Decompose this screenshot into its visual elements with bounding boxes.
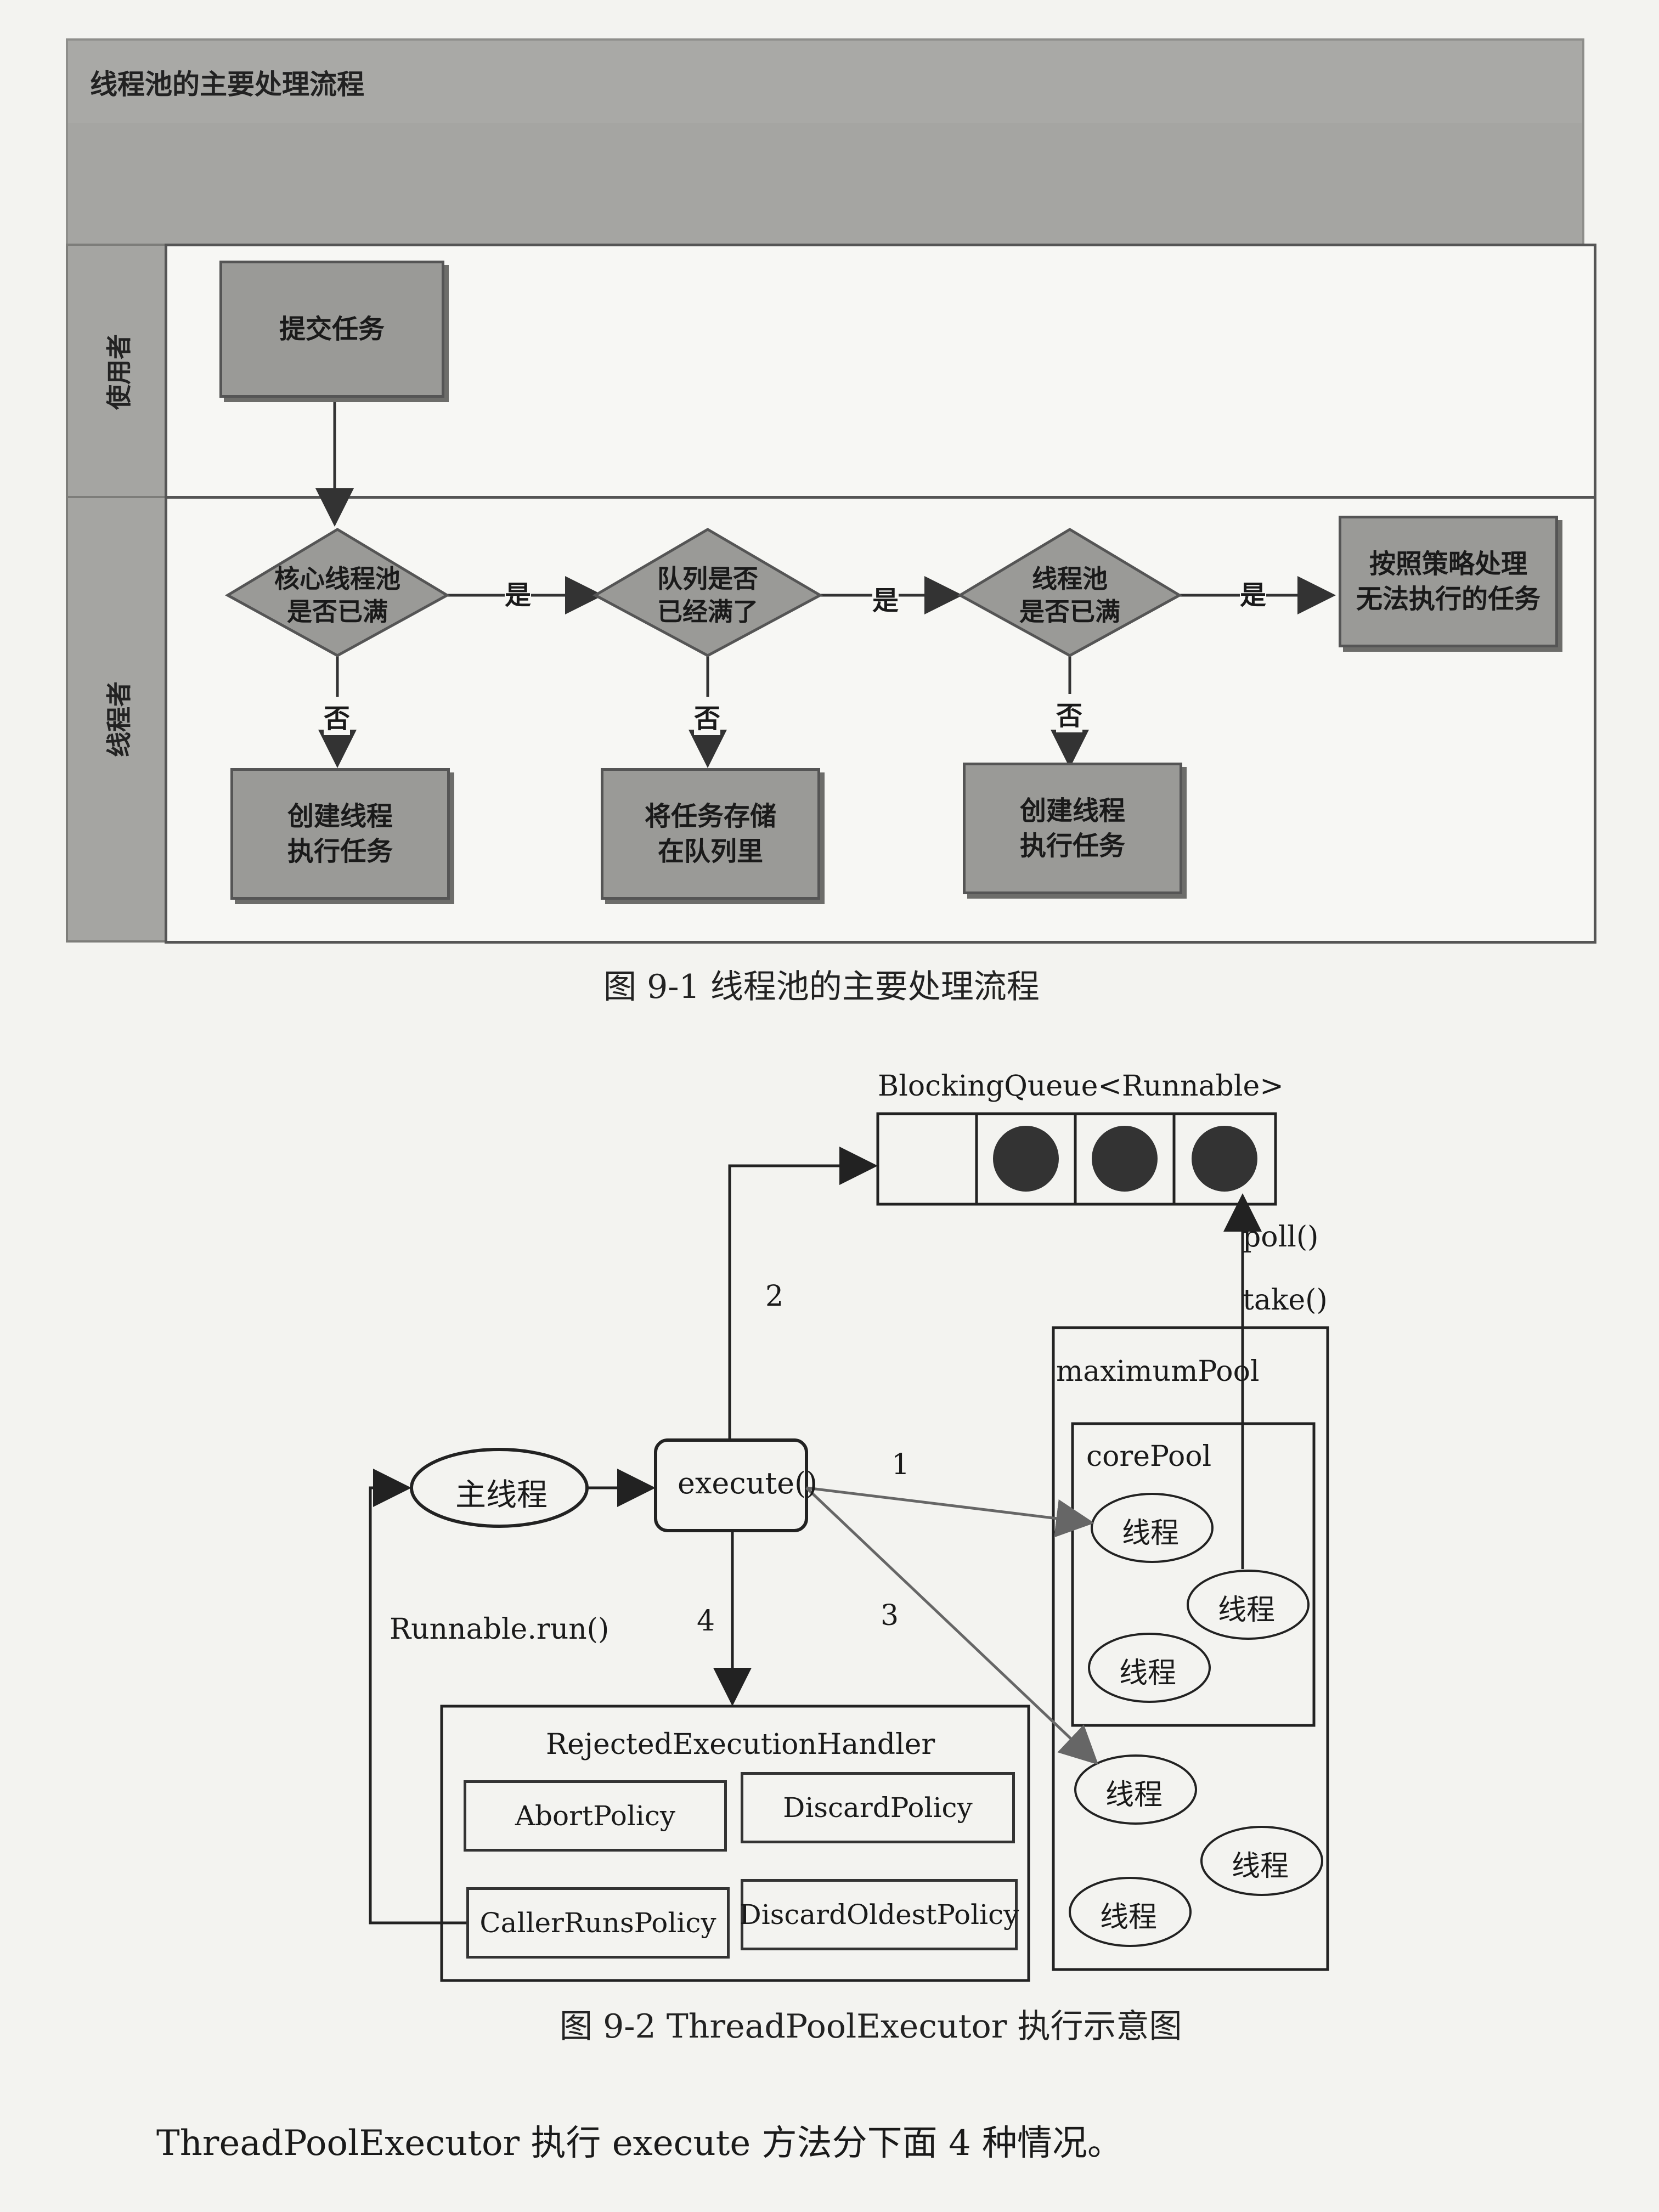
abort-policy-box: AbortPolicy (464, 1780, 727, 1852)
box-create-thread: 创建线程 执行任务 (963, 763, 1182, 894)
core-thread-3-label: 线程 (1119, 1657, 1177, 1690)
figure-9-1-caption: 图 9-1 线程池的主要处理流程 (603, 968, 1040, 1006)
flow-connectors (224, 398, 1336, 768)
label-yes-3: 是 (1240, 573, 1267, 612)
box-reject-policy: 按照策略处理 无法执行的任务 (1339, 516, 1558, 647)
lane-label-user: 使用者 (66, 244, 169, 500)
swimlane-title: 线程池的主要处理流程 (90, 68, 364, 100)
poll-label: poll() (1243, 1221, 1319, 1254)
box-create-core-thread: 创建线程 执行任务 (230, 768, 450, 900)
maximum-pool-label: maximumPool (1056, 1355, 1260, 1388)
arrow-runnable-run-back (369, 1469, 469, 1925)
label-yes-1: 是 (505, 573, 532, 612)
diamond-queue-full-label: 队列是否 已经满了 (657, 564, 758, 627)
runnable-run-label: Runnable.run() (390, 1613, 610, 1646)
box-submit-task: 提交任务 (219, 261, 444, 398)
queue-label: BlockingQueue<Runnable> (878, 1070, 1284, 1103)
diamond-pool-full (957, 528, 1183, 657)
label-no-3: 否 (1056, 694, 1083, 732)
extra-thread-1 (1074, 1754, 1197, 1825)
label-yes-2: 是 (872, 579, 899, 617)
arrow-3-to-maxpool (805, 1487, 1099, 1765)
diamond-pool-full-label: 线程池 是否已满 (1019, 564, 1120, 627)
diamond-core-full (224, 528, 450, 657)
swimlane-header-band (66, 123, 1584, 244)
step-2-label: 2 (765, 1280, 784, 1313)
discard-policy-box: DiscardPolicy (741, 1772, 1015, 1843)
diamond-core-full-label: 核心线程池 是否已满 (274, 564, 400, 627)
core-thread-2-label: 线程 (1218, 1594, 1276, 1627)
rejected-handler-box (440, 1705, 1030, 1982)
queue-task-1 (993, 1126, 1059, 1192)
handler-label: RejectedExecutionHandler (546, 1728, 935, 1761)
box-store-in-queue: 将任务存储 在队列里 (601, 768, 820, 900)
extra-thread-3 (1069, 1877, 1192, 1947)
extra-thread-1-label: 线程 (1105, 1779, 1163, 1812)
figure-9-1: 线程池的主要处理流程 使用者 线程者 提交任务 按 (66, 38, 1602, 944)
body-paragraph: ThreadPoolExecutor 执行 execute 方法分下面 4 种情… (156, 2123, 1123, 2164)
extra-thread-3-label: 线程 (1100, 1901, 1158, 1934)
main-thread-label: 主线程 (455, 1477, 548, 1513)
take-label: take() (1243, 1284, 1328, 1317)
arrow-2-to-queue (728, 1147, 878, 1440)
label-no-1: 否 (324, 697, 351, 735)
core-thread-3 (1088, 1633, 1211, 1703)
core-thread-2 (1187, 1570, 1310, 1640)
queue-task-2 (1092, 1126, 1158, 1192)
extra-thread-2-label: 线程 (1232, 1850, 1289, 1883)
step-3-label: 3 (881, 1599, 899, 1632)
core-pool-box (1071, 1422, 1316, 1727)
queue-task-3 (1192, 1126, 1257, 1192)
arrow-1-to-corepool (806, 1486, 1094, 1538)
label-no-2: 否 (694, 697, 721, 735)
figure-9-2-caption: 图 9-2 ThreadPoolExecutor 执行示意图 (560, 2007, 1182, 2046)
core-pool-label: corePool (1086, 1440, 1212, 1473)
extra-thread-2 (1200, 1826, 1323, 1896)
step-1-label: 1 (891, 1448, 910, 1481)
diamond-queue-full (592, 528, 823, 657)
step-4-label: 4 (697, 1605, 715, 1638)
caller-runs-policy-box: CallerRunsPolicy (466, 1887, 730, 1959)
discard-oldest-policy-box: DiscardOldestPolicy (740, 1879, 1019, 1950)
core-thread-1-label: 线程 (1122, 1517, 1180, 1550)
maximum-pool-box (1052, 1326, 1329, 1971)
swimlane-title-band: 线程池的主要处理流程 (66, 38, 1584, 125)
execute-label: execute() (678, 1466, 818, 1500)
